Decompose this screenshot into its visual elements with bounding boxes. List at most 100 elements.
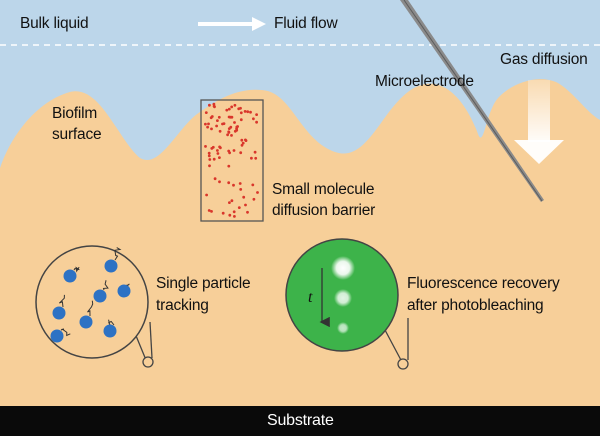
molecule-dot — [216, 119, 219, 122]
particle-track — [60, 328, 71, 337]
molecule-dot — [241, 141, 245, 145]
frap-label-line1: Fluorescence recovery — [407, 275, 560, 292]
molecule-dot — [228, 151, 232, 155]
molecule-dot — [239, 118, 243, 122]
molecule-dot — [204, 145, 207, 148]
bleach-spot-early — [331, 256, 355, 280]
bulk-liquid-label: Bulk liquid — [20, 15, 89, 32]
molecule-dot — [233, 215, 236, 218]
molecule-dot — [212, 157, 216, 161]
molecule-dot — [236, 125, 240, 128]
molecule-dot — [232, 210, 236, 214]
molecule-dot — [254, 156, 258, 160]
molecule-dot — [232, 183, 235, 187]
molecule-dot — [226, 133, 230, 137]
molecule-dot — [210, 210, 213, 213]
molecule-dot — [218, 156, 221, 160]
molecule-dot — [246, 110, 250, 114]
molecule-dot — [235, 128, 239, 132]
molecule-dot — [237, 107, 241, 111]
small-molecule-dots — [204, 102, 259, 218]
particle-track — [58, 294, 65, 308]
molecule-dot — [239, 188, 243, 191]
molecule-dot — [228, 201, 231, 205]
particle — [63, 269, 77, 283]
molecule-dot — [208, 158, 212, 161]
microelectrode-label: Microelectrode — [375, 73, 474, 90]
molecule-dot — [243, 110, 247, 113]
frap-lens — [285, 238, 409, 370]
molecule-dot — [244, 203, 247, 207]
spt-label-line2: tracking — [156, 297, 209, 314]
molecule-dot — [240, 143, 244, 147]
particle — [79, 315, 93, 329]
particle — [117, 284, 131, 298]
molecule-dot — [249, 110, 252, 114]
molecule-dot — [229, 115, 232, 119]
molecule-dot — [239, 151, 243, 155]
biofilm-surface-label-line2: surface — [52, 126, 102, 143]
molecule-dot — [251, 183, 255, 187]
fluid-flow-label: Fluid flow — [274, 15, 338, 32]
molecule-dot — [256, 191, 259, 194]
particle-track — [102, 280, 109, 291]
molecule-dot — [221, 122, 224, 126]
molecule-dot — [207, 154, 211, 158]
molecule-dot — [207, 209, 211, 212]
molecule-dot — [212, 102, 216, 106]
particle-track — [73, 266, 80, 273]
molecule-dot — [206, 125, 210, 129]
molecule-dot — [218, 145, 222, 149]
molecule-dot — [218, 129, 222, 133]
molecule-dot — [252, 197, 256, 201]
time-label: t — [308, 289, 313, 306]
molecule-dot — [227, 164, 231, 168]
molecule-dot — [253, 150, 257, 154]
diffusion-barrier-box — [200, 99, 264, 222]
bleach-spot-late — [337, 322, 349, 334]
substrate-bar — [0, 406, 600, 436]
molecule-dot — [227, 181, 231, 185]
particle — [104, 259, 118, 273]
particle — [103, 324, 117, 338]
molecule-dot — [250, 156, 253, 160]
molecule-dot — [255, 120, 258, 124]
molecule-dot — [230, 199, 234, 203]
tracked-particles — [50, 259, 131, 343]
molecule-dot — [232, 149, 236, 152]
molecule-dot — [228, 213, 232, 217]
molecule-dot — [213, 177, 217, 181]
molecule-dot — [237, 206, 241, 210]
small-molecule-label-line2: diffusion barrier — [272, 202, 376, 219]
particle — [50, 329, 64, 343]
molecule-dot — [221, 211, 225, 215]
molecule-dot — [252, 117, 255, 121]
molecule-dot — [216, 149, 219, 152]
molecule-dot — [230, 134, 233, 137]
substrate-label: Substrate — [267, 412, 334, 429]
fluid-flow-arrow — [198, 17, 266, 31]
gas-diffusion-label: Gas diffusion — [500, 51, 588, 68]
molecule-dot — [207, 122, 210, 126]
molecule-dot — [229, 125, 233, 129]
small-molecule-label-line1: Small molecule — [272, 181, 375, 198]
microelectrode-probe — [400, 0, 544, 202]
molecule-dot — [210, 147, 214, 150]
molecule-dot — [246, 210, 249, 214]
spt-label-line1: Single particle — [156, 275, 251, 292]
molecule-dot — [239, 111, 243, 115]
molecule-dot — [240, 138, 244, 142]
molecule-dot — [210, 115, 214, 118]
molecule-dot — [207, 151, 211, 155]
gas-diffusion-arrow — [514, 80, 564, 164]
molecule-dot — [216, 152, 220, 155]
molecule-dot — [242, 195, 246, 199]
particle — [93, 289, 107, 303]
molecule-dot — [227, 107, 231, 111]
molecule-dot — [230, 105, 234, 109]
bleach-spot-middle — [334, 289, 352, 307]
particle — [52, 306, 66, 320]
molecule-dot — [238, 182, 242, 185]
